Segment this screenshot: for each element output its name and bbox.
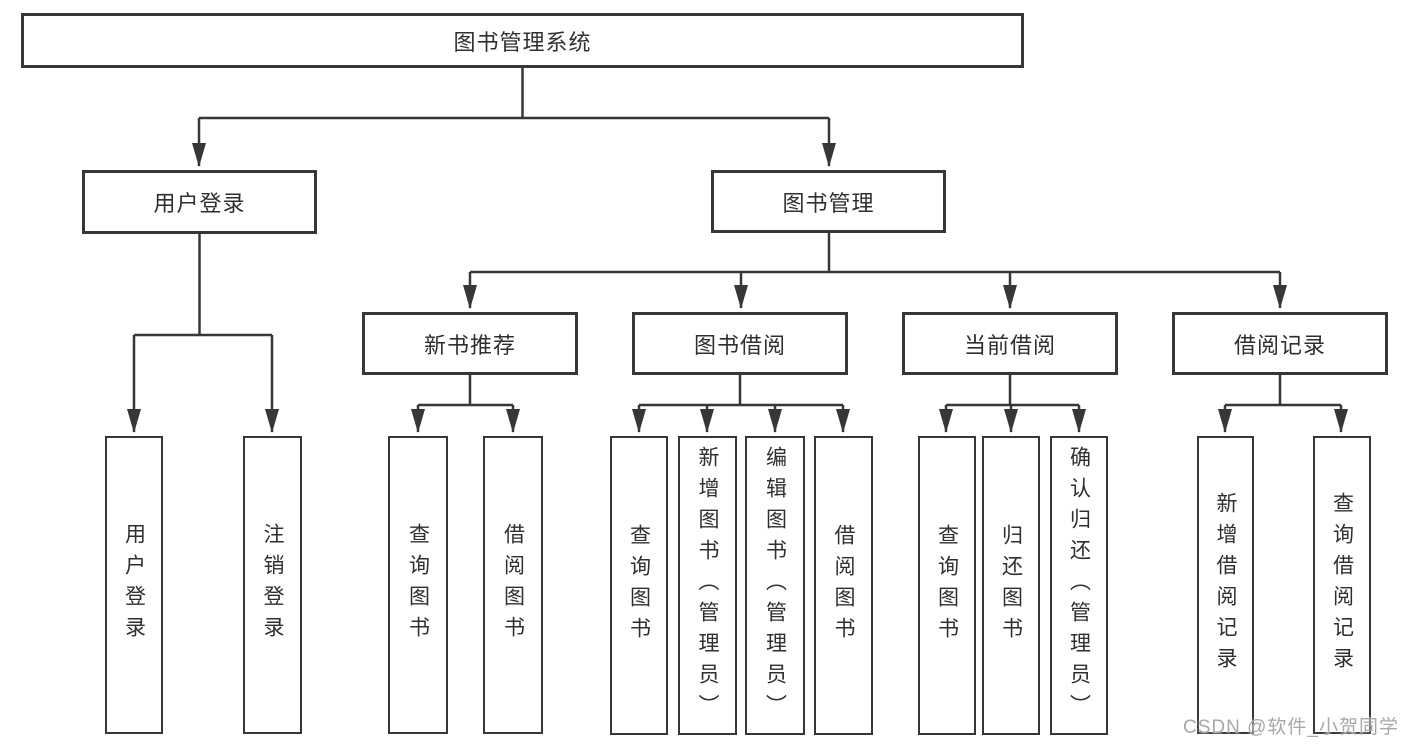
leaf-add-borrow-record: 新增借阅记录 <box>1197 436 1254 734</box>
leaf-label: 编辑图书（管理员） <box>763 446 787 725</box>
node-label: 当前借阅 <box>963 332 1056 358</box>
leaf-add-books-admin: 新增图书（管理员） <box>678 436 737 735</box>
node-library-management-system: 图书管理系统 <box>21 13 1024 68</box>
leaf-label: 查询图书 <box>627 523 651 648</box>
leaf-label: 新增图书（管理员） <box>696 446 719 725</box>
leaf-user-login: 用户登录 <box>105 436 163 734</box>
leaf-logout: 注销登录 <box>243 436 302 734</box>
leaf-confirm-return-admin: 确认归还（管理员） <box>1050 436 1108 735</box>
node-user-login: 用户登录 <box>82 170 317 234</box>
node-book-management: 图书管理 <box>711 170 946 233</box>
leaf-label: 查询借阅记录 <box>1330 492 1354 678</box>
leaf-label: 确认归还（管理员） <box>1067 446 1091 725</box>
leaf-borrow-books: 借阅图书 <box>814 436 873 735</box>
leaf-query-borrow-record: 查询借阅记录 <box>1313 436 1371 734</box>
leaf-label: 用户登录 <box>122 523 146 647</box>
leaf-return-books: 归还图书 <box>982 436 1040 735</box>
node-borrow-records: 借阅记录 <box>1172 312 1388 375</box>
leaf-label: 查询图书 <box>935 523 959 648</box>
leaf-query-books-borrow: 查询图书 <box>610 436 668 735</box>
leaf-label: 归还图书 <box>999 523 1023 648</box>
leaf-label: 新增借阅记录 <box>1214 492 1237 678</box>
leaf-borrow-books-recommend: 借阅图书 <box>483 436 543 734</box>
leaf-edit-books-admin: 编辑图书（管理员） <box>745 436 805 735</box>
node-label: 用户登录 <box>153 191 246 216</box>
leaf-label: 注销登录 <box>261 523 284 647</box>
leaf-label: 查询图书 <box>406 523 430 647</box>
leaf-label: 借阅图书 <box>832 523 855 648</box>
node-label: 新书推荐 <box>423 332 516 358</box>
leaf-query-books-recommend: 查询图书 <box>388 436 448 734</box>
node-label: 图书管理 <box>782 190 875 216</box>
node-label: 图书借阅 <box>693 332 786 358</box>
leaf-query-books-current: 查询图书 <box>918 436 976 735</box>
node-book-borrow: 图书借阅 <box>632 312 848 375</box>
node-label: 图书管理系统 <box>453 29 592 55</box>
node-current-borrow: 当前借阅 <box>902 312 1118 375</box>
node-label: 借阅记录 <box>1233 332 1326 358</box>
node-new-book-recommend: 新书推荐 <box>362 312 578 375</box>
leaf-label: 借阅图书 <box>501 523 525 647</box>
